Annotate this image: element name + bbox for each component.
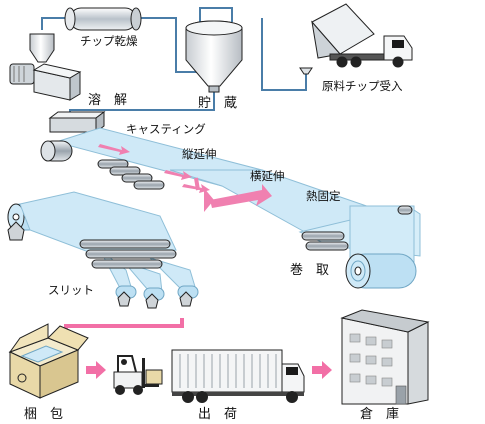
label-raw-chip-receiving: 原料チップ受入 (322, 79, 403, 93)
stretch-rollers (97, 159, 165, 190)
label-slitting: スリット (48, 283, 94, 297)
flow-arrow-to-warehouse (312, 361, 332, 379)
label-melting: 溶 解 (88, 93, 127, 108)
slitter (7, 191, 199, 309)
winding-roll (345, 253, 417, 289)
packing-box (8, 323, 89, 399)
label-transverse-stretch: 横延伸 (250, 169, 285, 183)
shipping-truck (171, 349, 305, 403)
label-longitudinal-stretch: 縦延伸 (182, 147, 217, 161)
label-shipping: 出 荷 (198, 407, 237, 422)
extruder (9, 33, 106, 133)
label-warehouse: 倉 庫 (360, 407, 399, 422)
label-heat-setting: 熱固定 (306, 189, 341, 203)
stretch-arrows (98, 144, 272, 212)
forklift (113, 355, 163, 395)
storage-silo (185, 20, 243, 93)
casting-drum (40, 140, 73, 162)
warehouse-building (340, 309, 430, 405)
dump-truck (299, 3, 413, 75)
label-chip-drying: チップ乾燥 (80, 34, 138, 48)
chip-dryer (64, 7, 142, 31)
label-casting: キャスティング (126, 122, 206, 136)
label-winding: 巻 取 (290, 263, 329, 278)
label-packing: 梱 包 (24, 407, 63, 422)
winder-rollers (301, 205, 413, 251)
label-storage: 貯 蔵 (198, 96, 237, 111)
flow-arrow-to-shipping (86, 361, 106, 379)
